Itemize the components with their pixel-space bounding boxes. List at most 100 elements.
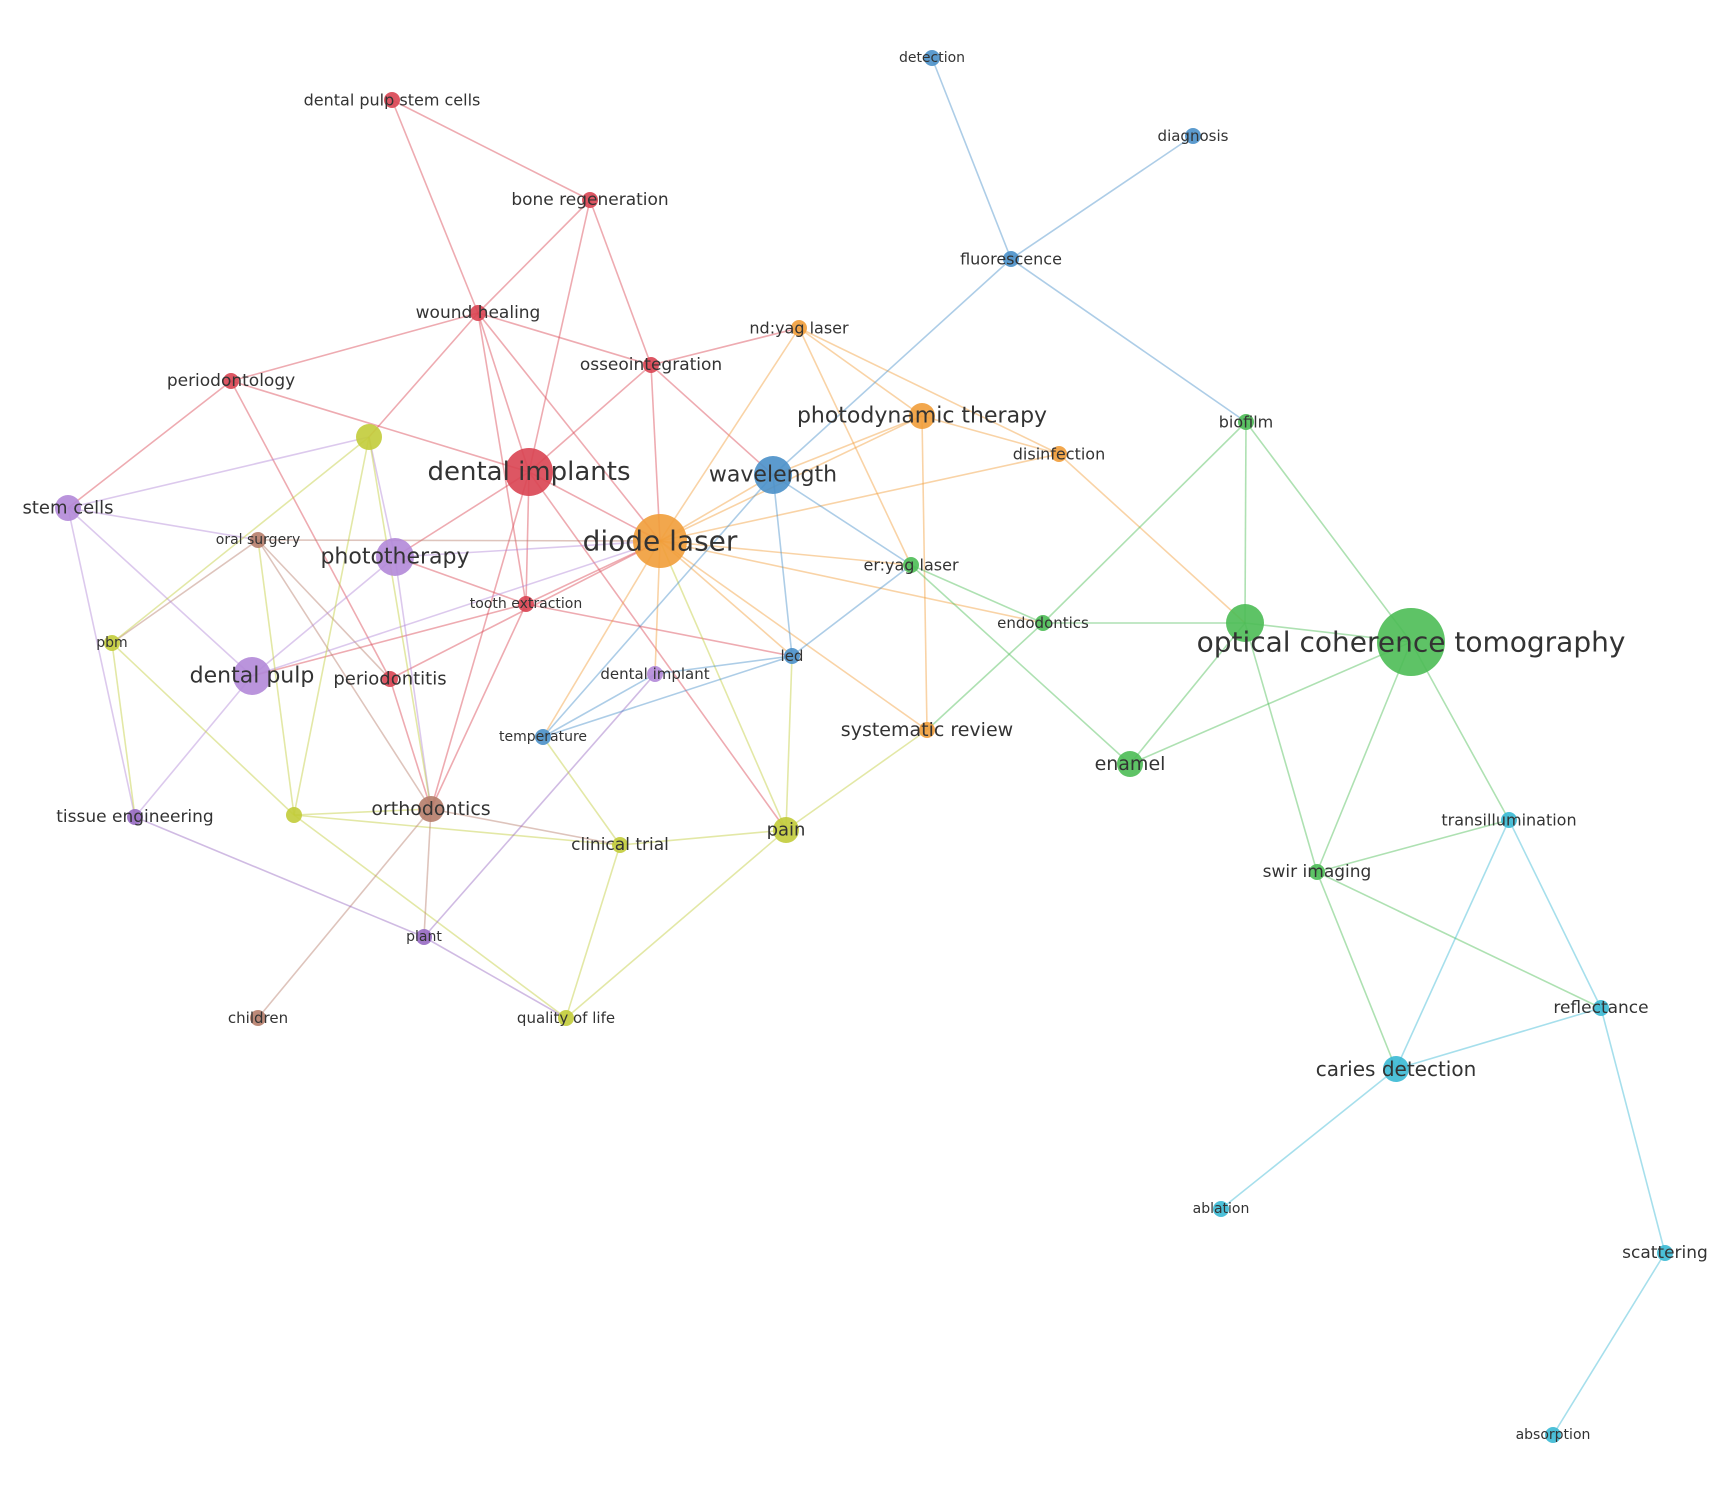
node-ablation[interactable] (1213, 1201, 1229, 1217)
edge-yellow-hub-bottom-quality-of-life (293, 814, 567, 1019)
edge-caries-detection-reflectance (1395, 1007, 1602, 1070)
edge-pain-systematic-review (785, 729, 928, 831)
node-dental-pulp-stem-cells[interactable] (384, 92, 400, 108)
edge-led-temperature (542, 655, 793, 738)
node-oral-surgery[interactable] (250, 532, 266, 548)
node-bone-regeneration[interactable] (582, 192, 598, 208)
edge-wound-healing-periodontology (230, 312, 479, 382)
node-endodontics[interactable] (1035, 615, 1051, 631)
edge-osseointegration-dental-implants (528, 364, 652, 473)
edge-wound-healing-dental-implants (477, 312, 530, 473)
edge-led-eryag-laser (791, 564, 912, 657)
label-plant: plant (406, 929, 442, 945)
edge-biofilm-oct-hub (1244, 421, 1247, 624)
node-scattering[interactable] (1657, 1245, 1673, 1261)
label-systematic-review: systematic review (841, 719, 1013, 741)
node-diagnosis[interactable] (1185, 128, 1201, 144)
node-wound-healing[interactable] (470, 305, 486, 321)
node-plant[interactable] (416, 929, 432, 945)
node-stem-cells[interactable] (55, 495, 81, 521)
node-caries-detection[interactable] (1383, 1056, 1409, 1082)
node-clinical-trial[interactable] (612, 837, 628, 853)
node-quality-of-life[interactable] (558, 1010, 574, 1026)
edge-stem-cells-yellow-hub-top (67, 436, 370, 509)
label-dental-implants: dental implants (427, 457, 630, 487)
node-tissue-engineering[interactable] (127, 809, 143, 825)
edge-yellow-hub-bottom-oral-surgery (257, 539, 295, 816)
edge-pbm-yellow-hub-bottom (111, 642, 295, 816)
label-photodynamic-therapy: photodynamic therapy (797, 404, 1047, 429)
node-dental-implants[interactable] (505, 448, 553, 496)
node-enamel[interactable] (1117, 751, 1143, 777)
edge-phototherapy-diode-laser (394, 540, 661, 558)
label-tissue-engineering: tissue engineering (56, 807, 213, 827)
node-disinfection[interactable] (1051, 446, 1067, 462)
label-oral-surgery: oral surgery (216, 532, 300, 548)
edge-wound-healing-tooth-extraction (477, 312, 527, 605)
node-oct-hub[interactable] (1226, 604, 1264, 642)
edge-osseointegration-diode-laser (650, 364, 661, 542)
edge-osseointegration-wavelength (650, 364, 774, 476)
node-absorption[interactable] (1545, 1427, 1561, 1443)
edge-orthodontics-clinical-trial (430, 808, 621, 846)
edge-temperature-dental-implant (542, 673, 656, 738)
node-eryag-laser[interactable] (903, 557, 919, 573)
label-ablation: ablation (1193, 1201, 1250, 1217)
edge-biofilm-endodontics (1042, 421, 1247, 624)
node-wavelength[interactable] (754, 456, 792, 494)
edge-wound-healing-diode-laser (477, 312, 661, 542)
edge-yellow-hub-top-yellow-hub-bottom (293, 436, 370, 816)
node-pbm[interactable] (104, 635, 120, 651)
edge-pbm-yellow-hub-top (111, 436, 370, 644)
node-yellow-hub-top[interactable] (356, 424, 382, 450)
label-bone-regeneration: bone regeneration (511, 190, 668, 210)
node-biofilm[interactable] (1238, 414, 1254, 430)
edge-stem-cells-dental-pulp (67, 507, 253, 677)
node-photodynamic-therapy[interactable] (909, 403, 935, 429)
edge-diode-laser-systematic-review (659, 540, 928, 731)
label-pbm: pbm (96, 635, 127, 651)
edge-orthodontics-plant (423, 808, 432, 938)
node-reflectance[interactable] (1593, 1000, 1609, 1016)
edge-pain-quality-of-life (565, 829, 787, 1019)
node-ndyag-laser[interactable] (791, 320, 807, 336)
node-led[interactable] (784, 648, 800, 664)
node-detection[interactable] (924, 50, 940, 66)
label-enamel: enamel (1095, 753, 1166, 775)
label-diode-laser: diode laser (583, 525, 738, 558)
node-dental-implant[interactable] (647, 666, 663, 682)
node-systematic-review[interactable] (919, 722, 935, 738)
edge-diagnosis-fluorescence (1010, 135, 1194, 260)
label-swir-imaging: swir imaging (1263, 862, 1372, 882)
node-children[interactable] (250, 1010, 266, 1026)
label-led: led (781, 647, 804, 665)
edge-wavelength-eryag-laser (772, 474, 912, 566)
node-pain[interactable] (773, 817, 799, 843)
node-tooth-extraction[interactable] (518, 596, 534, 612)
node-fluorescence[interactable] (1003, 251, 1019, 267)
node-diode-laser[interactable] (633, 514, 687, 568)
edge-dental-implants-phototherapy (394, 471, 530, 558)
label-dental-pulp: dental pulp (190, 664, 315, 689)
edge-photodynamic-therapy-disinfection (921, 415, 1060, 455)
node-osseointegration[interactable] (643, 357, 659, 373)
node-swir-imaging[interactable] (1309, 864, 1325, 880)
node-temperature[interactable] (535, 729, 551, 745)
node-periodontology[interactable] (223, 373, 239, 389)
node-phototherapy[interactable] (376, 538, 414, 576)
label-optical-coherence-tomography: optical coherence tomography (1197, 626, 1626, 659)
node-orthodontics[interactable] (418, 796, 444, 822)
edge-periodontitis-orthodontics (389, 678, 432, 810)
label-scattering: scattering (1622, 1243, 1708, 1263)
node-dental-pulp[interactable] (233, 657, 271, 695)
edge-diode-laser-temperature (542, 540, 661, 738)
label-quality-of-life: quality of life (517, 1009, 615, 1027)
edge-disinfection-oct-hub (1058, 453, 1246, 624)
label-tooth-extraction: tooth extraction (470, 596, 582, 612)
edge-diode-laser-ndyag-laser (659, 327, 800, 542)
node-transillumination[interactable] (1501, 812, 1517, 828)
node-optical-coherence-tomography[interactable] (1377, 608, 1445, 676)
edge-oct-hub-enamel (1129, 622, 1246, 765)
node-yellow-hub-bottom[interactable] (286, 807, 302, 823)
node-periodontitis[interactable] (382, 671, 398, 687)
